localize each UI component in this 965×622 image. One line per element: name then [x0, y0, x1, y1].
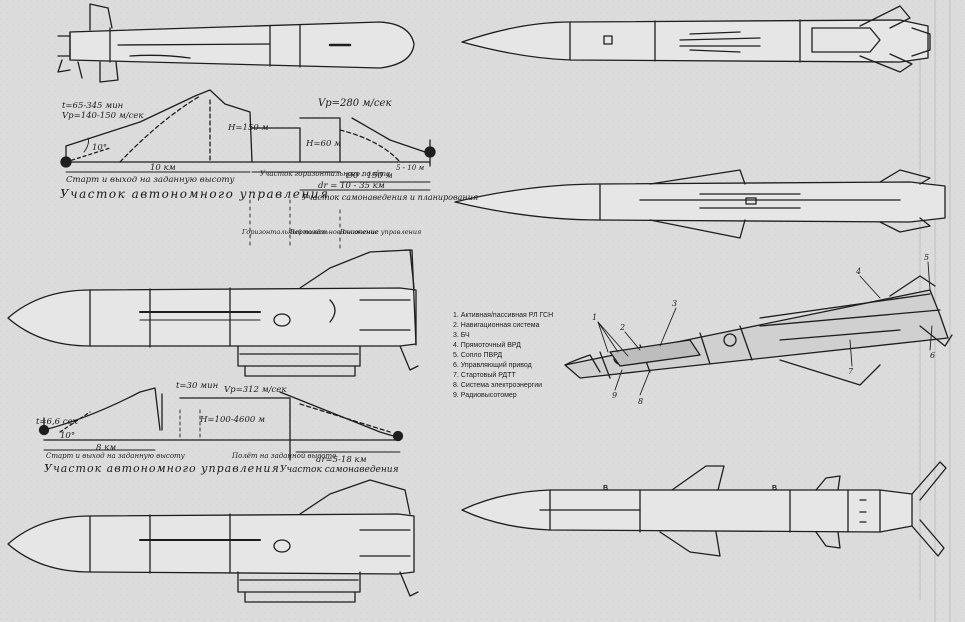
p2-t-start: t=6,6 сек	[36, 417, 79, 427]
p1-note-cruise: Участок горизонтального полёта	[260, 170, 390, 178]
callout-number: 5	[924, 253, 929, 262]
p2-t-top: t=30 мин	[176, 381, 218, 391]
callout-number: 3	[672, 299, 677, 308]
missile-a-top-view	[57, 3, 415, 83]
legend-item: 9. Радиовысотомер	[453, 392, 517, 399]
callout-number: 4	[855, 267, 861, 276]
profile-1-labels: t=65-345 мин Vр=140-150 м/сек Vр=280 м/с…	[60, 98, 478, 236]
p1-h-low: H=60 м	[305, 139, 341, 149]
p1-caption: Участок автономного управления	[60, 187, 329, 201]
component-legend: 1. Активная/пассивная РЛ ГСН 2. Навигаци…	[453, 312, 553, 399]
callout-number: 8	[638, 397, 643, 406]
p1-dist-end: Ø0 - 150 м	[345, 170, 393, 181]
p1-note-start: Старт и выход на заданную высоту	[66, 175, 235, 185]
p2-dist: 8 км	[96, 443, 116, 453]
p1-v-label: Vр=140-150 м/сек	[62, 111, 144, 121]
callout-number: 2	[619, 323, 625, 332]
section-marker: B	[772, 485, 777, 492]
legend-item: 4. Прямоточный ВРД	[453, 341, 521, 349]
missile-c-side-view	[454, 169, 946, 239]
p2-h-label: H=100-4600 м	[199, 415, 265, 425]
p2-dr-label: dr=5-18 км	[316, 455, 367, 465]
p1-sub-c: Включение управления	[339, 228, 421, 236]
section-markers: B B	[603, 485, 777, 492]
legend-item: 1. Активная/пассивная РЛ ГСН	[453, 312, 553, 319]
legend-item: 6. Управляющий привод	[453, 361, 532, 369]
missile-b-side-view	[461, 5, 931, 73]
missile-e-side-view	[461, 461, 947, 557]
p1-dr-label: dr = 10 - 35 км	[318, 181, 385, 191]
p1-note-homing: Участок самонаведения и планирования	[302, 193, 478, 202]
missile-g-side-view	[7, 479, 419, 603]
callout-number: 1	[592, 313, 597, 322]
callout-leaders	[597, 261, 933, 396]
missile-d-cutaway	[564, 275, 953, 386]
legend-item: 5. Сопло ПВРД	[453, 352, 502, 359]
p1-sub-a: Горизонтальный полёт	[241, 228, 326, 236]
p1-dist-main: 10 км	[150, 163, 176, 173]
callout-number: 6	[930, 351, 935, 360]
p1-angle: 10°	[92, 143, 107, 153]
p1-speed-top: Vр=280 м/сек	[318, 98, 391, 109]
missile-f-side-view	[7, 249, 419, 377]
section-marker: B	[603, 485, 608, 492]
p2-v-label: Vр=312 м/сек	[224, 385, 287, 395]
p2-caption-b: Участок самонаведения	[280, 465, 399, 475]
legend-item: 2. Навигационная система	[453, 322, 540, 329]
callout-number: 9	[612, 391, 617, 400]
p2-caption-a: Участок автономного управления	[44, 462, 280, 475]
legend-item: 8. Система электроэнергии	[453, 382, 542, 389]
flight-profile-2	[38, 387, 404, 461]
p1-sub-b: Вертикальное снижение	[289, 228, 378, 236]
p2-angle: 10°	[60, 431, 75, 441]
p2-note-start: Старт и выход на заданную высоту	[46, 452, 186, 460]
p1-dist-short: 5 - 10 м	[396, 164, 424, 172]
legend-item: 3. БЧ	[453, 332, 470, 339]
legend-item: 7. Стартовый РДТТ	[453, 371, 516, 379]
p1-t-label: t=65-345 мин	[62, 101, 123, 111]
profile-2-labels: t=30 мин t=6,6 сек Vр=312 м/сек H=100-46…	[36, 381, 399, 475]
callout-number: 7	[848, 367, 854, 376]
callout-numbers: 1 2 3 4 5 6 7 8 9	[592, 253, 935, 406]
flight-profile-1	[60, 89, 436, 249]
p1-h-high: H=150 м	[227, 123, 269, 133]
p2-note-cruise: Полёт на заданной высоте	[231, 452, 336, 460]
